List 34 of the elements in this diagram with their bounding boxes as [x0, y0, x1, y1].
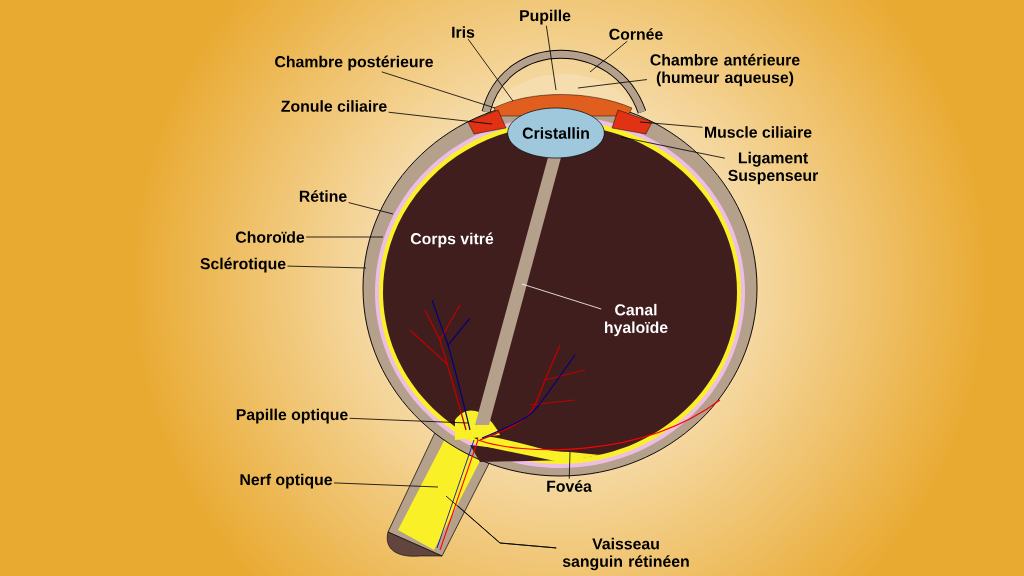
part-label: Canal hyaloïde: [605, 303, 668, 337]
leader-line: [620, 136, 726, 159]
leader-line: [568, 451, 571, 480]
leader-line: [639, 121, 703, 128]
part-label: Fovéa: [547, 480, 592, 492]
part-label: Zonule ciliaire: [281, 100, 387, 112]
leader-line: [305, 236, 384, 238]
part-label: Nerf optique: [240, 473, 332, 489]
part-label: Pupille: [520, 9, 571, 25]
part-label: Cornée: [609, 28, 663, 40]
leader-line: [381, 71, 496, 109]
leader-line: [349, 417, 469, 424]
part-label: Chambre postérieure: [275, 55, 433, 71]
leader-line: [333, 482, 439, 488]
leader-line: [388, 111, 493, 125]
leader-line: [545, 25, 557, 91]
leader-line: [521, 283, 602, 310]
leader-line: [577, 79, 648, 89]
part-label: Sclérotique: [200, 257, 286, 273]
part-label: Ligament Suspenseur: [728, 151, 819, 185]
leader-line: [287, 265, 367, 269]
part-label: Chambre antérieure (humeur aqueuse): [650, 53, 800, 87]
part-label: Choroïde: [235, 231, 305, 243]
lens: Cristallin: [507, 107, 605, 159]
leader-line: [457, 505, 557, 549]
part-label: Corps vitré: [410, 232, 494, 248]
part-label: Iris: [452, 26, 475, 38]
leader-line: [348, 202, 394, 215]
part-label: Vaisseau sanguin rétinéen: [562, 537, 689, 571]
part-label: Muscle ciliaire: [705, 126, 812, 138]
part-label: Rétine: [299, 190, 347, 202]
leader-line: [589, 40, 628, 73]
leader-line: [467, 38, 514, 102]
part-label: Papille optique: [236, 408, 348, 424]
